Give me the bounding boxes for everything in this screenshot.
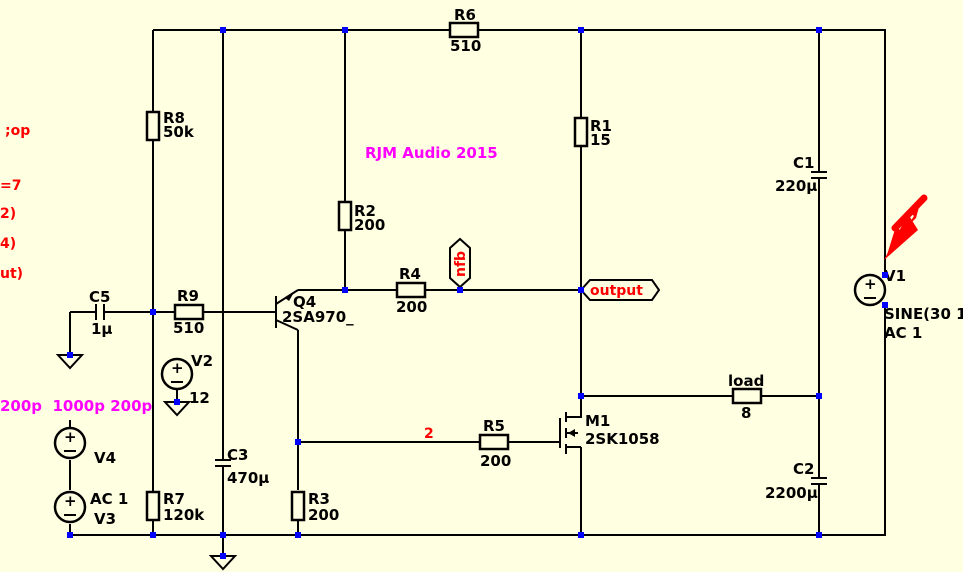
r3-value: 200 xyxy=(308,506,339,524)
resistor-r9: R9 510 xyxy=(173,287,204,337)
q4-value: 2SA970_ xyxy=(282,308,354,326)
nfb-label: nfb xyxy=(453,251,469,277)
v3-plus-icon: + xyxy=(64,492,77,510)
directive-line: =7 xyxy=(0,178,21,194)
c3-value: 470µ xyxy=(227,469,269,487)
source-v3: + AC 1 V3 xyxy=(53,490,128,528)
v2-plus-icon: + xyxy=(171,359,184,377)
net-label-nfb: nfb xyxy=(449,237,471,289)
r6-ref: R6 xyxy=(454,6,476,24)
directive-line: 2) xyxy=(0,206,16,222)
r7-value: 120k xyxy=(163,506,205,524)
v4-plus-icon: + xyxy=(64,428,77,446)
junctions xyxy=(67,27,888,559)
directive-line: 4) xyxy=(0,236,16,252)
v1-value: SINE(30 1 xyxy=(884,305,963,323)
r4-value: 200 xyxy=(396,298,427,316)
pointer-arrow-head xyxy=(884,214,918,260)
resistor-r8: R8 50k xyxy=(145,109,195,142)
capacitor-c3: C3 470µ xyxy=(215,446,269,487)
capacitor-c2: C2 2200µ xyxy=(765,460,827,502)
resistor-r5: R5 200 xyxy=(478,417,511,470)
v4-ref: V4 xyxy=(94,449,116,467)
transistor-q4: Q4 2SA970_ xyxy=(275,289,354,331)
source-v2: + V2 12 xyxy=(160,352,213,407)
source-v4: + V4 xyxy=(53,420,116,467)
r8-ref: R8 xyxy=(163,109,185,127)
c1-ref: C1 xyxy=(793,154,814,172)
directive-line: ;op xyxy=(5,123,30,139)
pointer-arrow-shaft xyxy=(891,194,928,232)
directive-line: ut) xyxy=(0,266,23,282)
node-2-label: 2 xyxy=(424,426,434,442)
capacitor-c5: C5 1µ xyxy=(89,288,112,338)
v3-ref: V3 xyxy=(94,510,116,528)
r5-value: 200 xyxy=(480,452,511,470)
r2-value: 200 xyxy=(354,216,385,234)
v1-ac: AC 1 xyxy=(884,324,922,342)
source-v1: + V1 SINE(30 1 AC 1 xyxy=(853,267,963,342)
r7-ref: R7 xyxy=(163,490,185,508)
capacitor-c1: C1 220µ xyxy=(775,154,827,195)
resistor-load: load 8 xyxy=(728,372,764,422)
r6-value: 510 xyxy=(450,37,481,55)
m1-ref: M1 xyxy=(585,412,610,430)
v1-plus-icon: + xyxy=(864,275,877,293)
v2-value: 12 xyxy=(189,389,210,407)
r1-value: 15 xyxy=(590,131,611,149)
resistor-r1: R1 15 xyxy=(573,116,612,149)
r4-ref: R4 xyxy=(399,265,421,283)
ground-symbols xyxy=(55,354,238,571)
c1-value: 220µ xyxy=(775,177,817,195)
c2-value: 2200µ xyxy=(765,484,818,502)
v1-ref: V1 xyxy=(884,267,906,285)
r8-value: 50k xyxy=(163,123,195,141)
v2-ref: V2 xyxy=(191,352,213,370)
resistor-r4: R4 200 xyxy=(395,265,427,316)
r1-ref: R1 xyxy=(590,117,612,135)
net-label-output: output xyxy=(579,279,661,301)
resistor-r2: R2 200 xyxy=(337,200,385,234)
wires xyxy=(69,29,886,556)
c5-ref: C5 xyxy=(89,288,110,306)
resistor-r3: R3 200 xyxy=(290,490,339,524)
step-params: 200p 1000p 200p xyxy=(0,397,153,415)
c5-value: 1µ xyxy=(91,320,112,338)
spice-directives: ;op =7 2) 4) ut) xyxy=(0,123,30,282)
q4-ref: Q4 xyxy=(293,293,316,311)
load-ref: load xyxy=(728,372,764,390)
c2-ref: C2 xyxy=(793,460,814,478)
load-value: 8 xyxy=(741,404,751,422)
mosfet-m1: M1 2SK1058 xyxy=(559,395,660,454)
r2-ref: R2 xyxy=(354,202,376,220)
r9-ref: R9 xyxy=(177,287,199,305)
m1-value: 2SK1058 xyxy=(585,430,660,448)
resistor-r6: R6 510 xyxy=(448,6,481,55)
schematic-title: RJM Audio 2015 xyxy=(365,144,498,162)
resistor-r7: R7 120k xyxy=(145,490,205,524)
r3-ref: R3 xyxy=(308,490,330,508)
v3-value: AC 1 xyxy=(90,490,128,508)
c3-ref: C3 xyxy=(227,446,248,464)
r5-ref: R5 xyxy=(483,417,505,435)
output-label: output xyxy=(590,283,643,299)
r9-value: 510 xyxy=(173,319,204,337)
